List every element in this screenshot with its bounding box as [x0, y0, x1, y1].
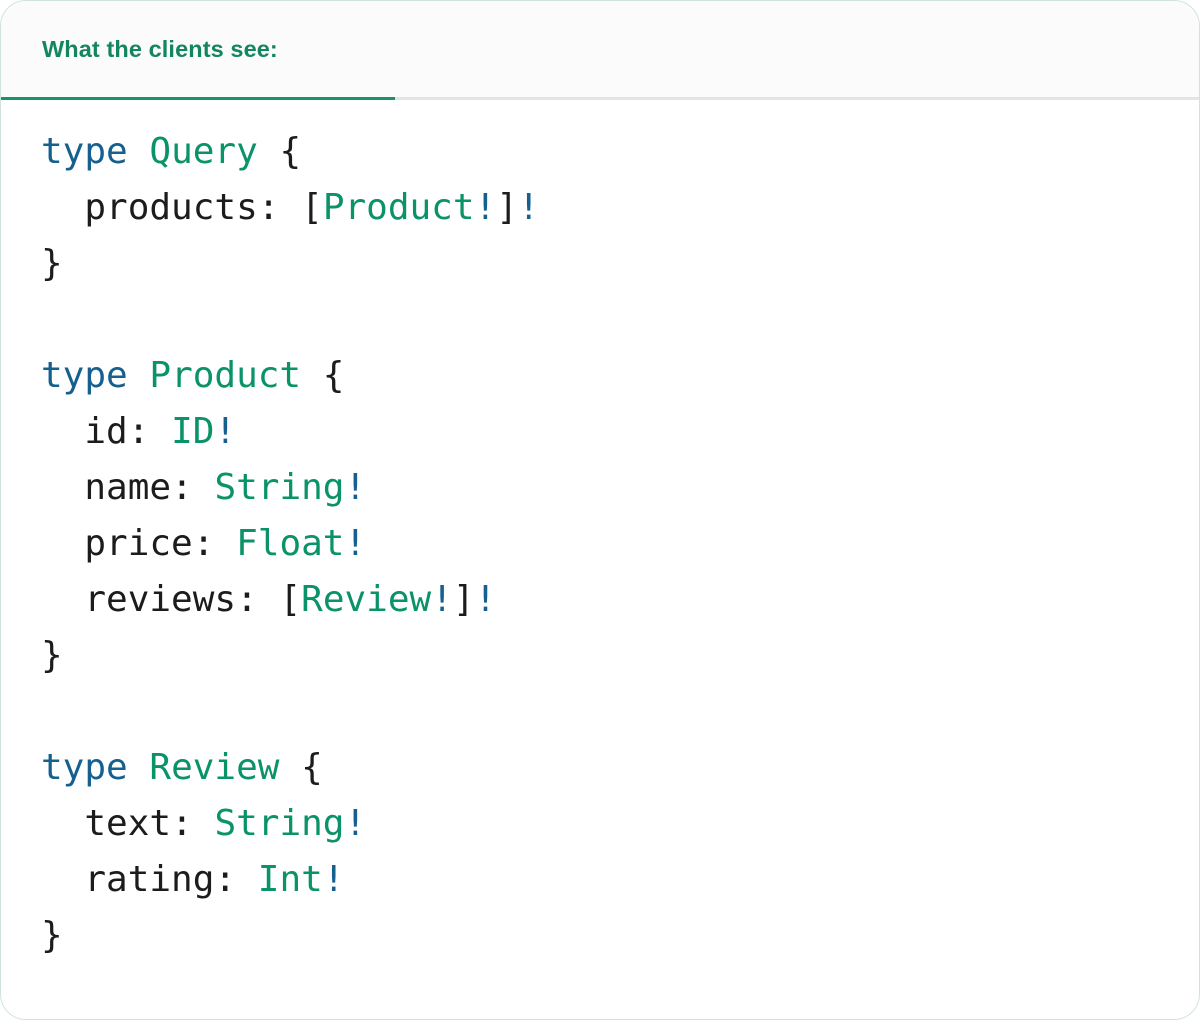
token-brace-open: {: [301, 747, 323, 788]
token-colon: :: [171, 467, 193, 508]
tab-strip: What the clients see:: [1, 1, 1199, 100]
token-brace-close: }: [41, 243, 63, 284]
code-line-15: }: [41, 908, 540, 964]
token-field-name: name: [84, 467, 172, 508]
token-keyword-type: type: [41, 131, 128, 172]
code-line-8: price: Float!: [41, 516, 540, 572]
token-space: [236, 859, 258, 900]
token-type-name-query: Query: [149, 131, 258, 172]
token-type-name-id: ID: [171, 411, 215, 452]
token-indent: [41, 859, 84, 900]
token-space: [214, 523, 236, 564]
token-type-name-review: Review: [301, 579, 432, 620]
token-space: [258, 131, 280, 172]
tab-what-the-clients-see[interactable]: What the clients see:: [1, 1, 395, 100]
token-type-name-int: Int: [257, 859, 323, 900]
code-line-3: }: [41, 236, 540, 292]
token-indent: [41, 467, 84, 508]
token-bracket-open: [: [301, 187, 323, 228]
token-type-name-float: Float: [236, 523, 345, 564]
code-line-13: text: String!: [41, 796, 540, 852]
token-brace-close: }: [41, 635, 63, 676]
token-keyword-type: type: [41, 355, 128, 396]
token-type-name-product: Product: [149, 355, 302, 396]
token-brace-open: {: [322, 355, 345, 396]
token-indent: [41, 411, 84, 452]
token-space: [279, 187, 301, 228]
token-bracket-open: [: [279, 579, 302, 620]
token-colon: :: [127, 411, 150, 452]
token-space: [128, 747, 150, 788]
token-space: [301, 355, 323, 396]
token-type-name-review: Review: [149, 747, 280, 788]
code-line-7: name: String!: [41, 460, 540, 516]
token-indent: [41, 803, 84, 844]
token-colon: :: [236, 579, 258, 620]
code-line-2: products: [Product!]!: [41, 180, 540, 236]
token-type-name-string: String: [214, 467, 345, 508]
token-bang: !: [344, 467, 367, 508]
token-colon: :: [192, 523, 215, 564]
token-indent: [41, 579, 84, 620]
code-line-6: id: ID!: [41, 404, 540, 460]
token-space: [128, 355, 150, 396]
token-brace-close: }: [41, 915, 63, 956]
code-line-9: reviews: [Review!]!: [41, 572, 540, 628]
token-indent: [41, 187, 84, 228]
token-field-price: price: [84, 523, 193, 564]
token-field-reviews: reviews: [84, 579, 237, 620]
token-bang: !: [344, 803, 367, 844]
code-line-1: type Query {: [41, 124, 540, 180]
token-space: [193, 803, 215, 844]
token-bracket-close: ]: [496, 187, 518, 228]
token-indent: [41, 523, 84, 564]
token-keyword-type: type: [41, 747, 128, 788]
token-bang: !: [344, 523, 367, 564]
graphql-schema-code: type Query { products: [Product!]!} type…: [41, 124, 540, 964]
code-line-4-blank: [41, 292, 540, 348]
token-colon: :: [171, 803, 193, 844]
token-type-name-string: String: [214, 803, 345, 844]
code-line-11-blank: [41, 684, 540, 740]
token-field-products: products: [84, 187, 258, 228]
token-field-id: id: [84, 411, 128, 452]
token-field-text: text: [84, 803, 172, 844]
token-field-rating: rating: [84, 859, 215, 900]
code-line-12: type Review {: [41, 740, 540, 796]
code-line-10: }: [41, 628, 540, 684]
token-bracket-close: ]: [452, 579, 475, 620]
token-bang: !: [214, 411, 237, 452]
token-space: [149, 411, 171, 452]
token-bang: !: [474, 187, 497, 228]
tab-label: What the clients see:: [42, 35, 278, 62]
token-space: [258, 579, 280, 620]
token-colon: :: [214, 859, 237, 900]
token-bang: !: [517, 187, 540, 228]
token-space: [193, 467, 215, 508]
code-panel[interactable]: type Query { products: [Product!]!} type…: [1, 100, 1199, 1018]
token-bang: !: [431, 579, 453, 620]
token-bang: !: [322, 859, 345, 900]
token-bang: !: [474, 579, 497, 620]
code-line-5: type Product {: [41, 348, 540, 404]
token-space: [279, 747, 301, 788]
token-brace-open: {: [279, 131, 302, 172]
token-type-name-product: Product: [322, 187, 475, 228]
token-colon: :: [257, 187, 280, 228]
token-space: [128, 131, 150, 172]
code-line-14: rating: Int!: [41, 852, 540, 908]
